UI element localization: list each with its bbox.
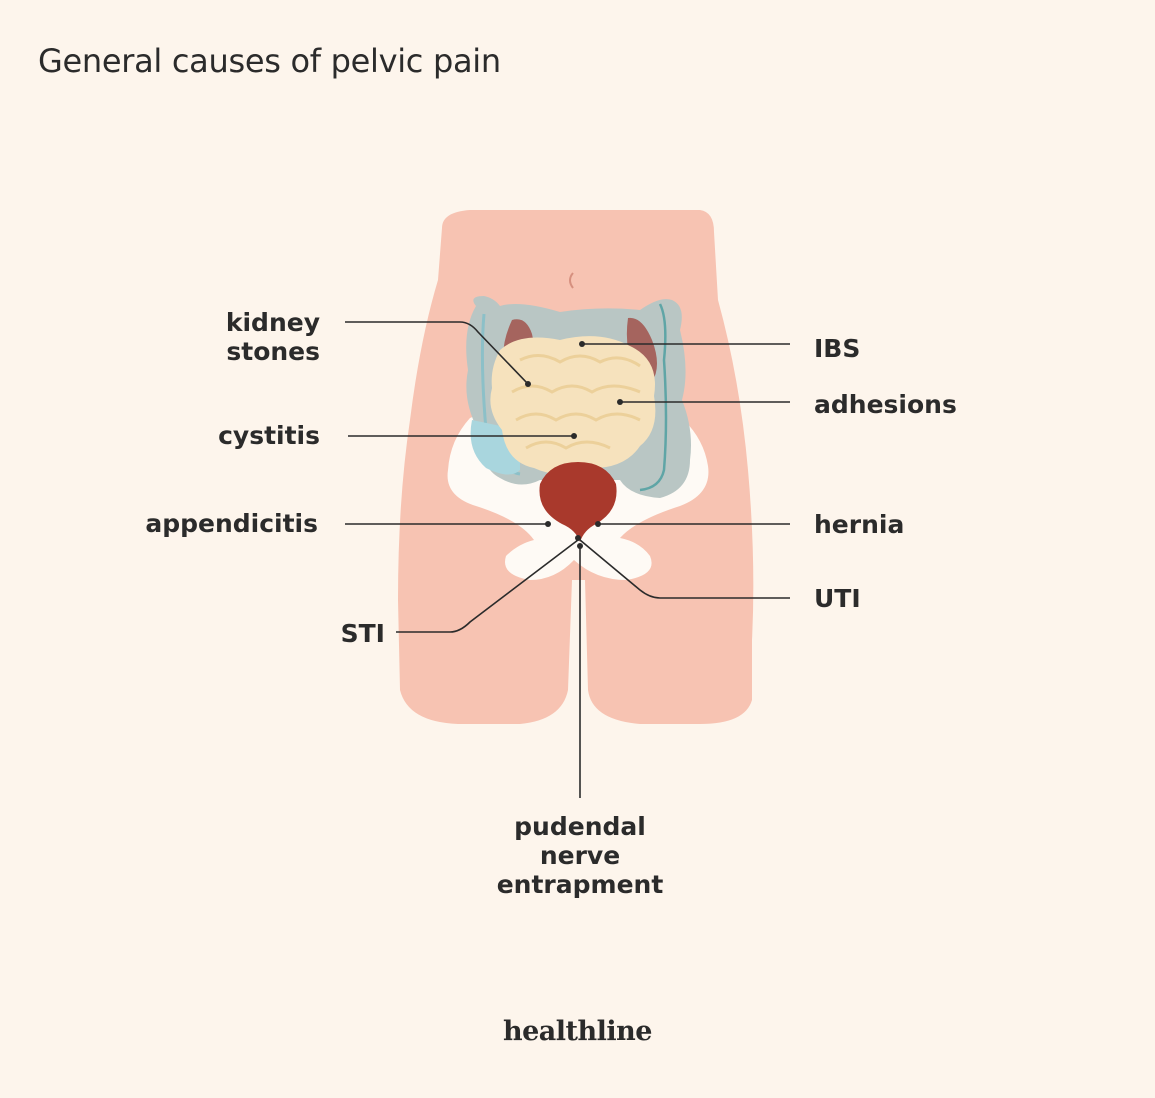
label-adhesions: adhesions <box>814 390 957 419</box>
line-uti <box>579 539 790 599</box>
navel <box>569 272 574 289</box>
label-sti: STI <box>340 619 385 648</box>
label-cystitis: cystitis <box>218 421 320 450</box>
leader-lines <box>345 321 790 798</box>
healthline-logo: healthline <box>503 1016 652 1047</box>
intestine-folds <box>511 354 641 450</box>
label-appendicitis: appendicitis <box>145 509 318 538</box>
label-pudendal-nerve-entrapment: pudendal nerve entrapment <box>496 812 664 899</box>
leader-dots <box>525 341 623 549</box>
page-title: General causes of pelvic pain <box>38 42 501 80</box>
label-hernia: hernia <box>814 510 905 539</box>
label-uti: UTI <box>814 584 861 613</box>
small-intestine <box>490 336 656 474</box>
line-sti <box>396 539 579 633</box>
label-kidney-stones: kidney stones <box>225 308 320 366</box>
colon-outline-right <box>639 303 668 492</box>
label-ibs: IBS <box>814 334 861 363</box>
line-kidney-stones <box>345 321 529 385</box>
